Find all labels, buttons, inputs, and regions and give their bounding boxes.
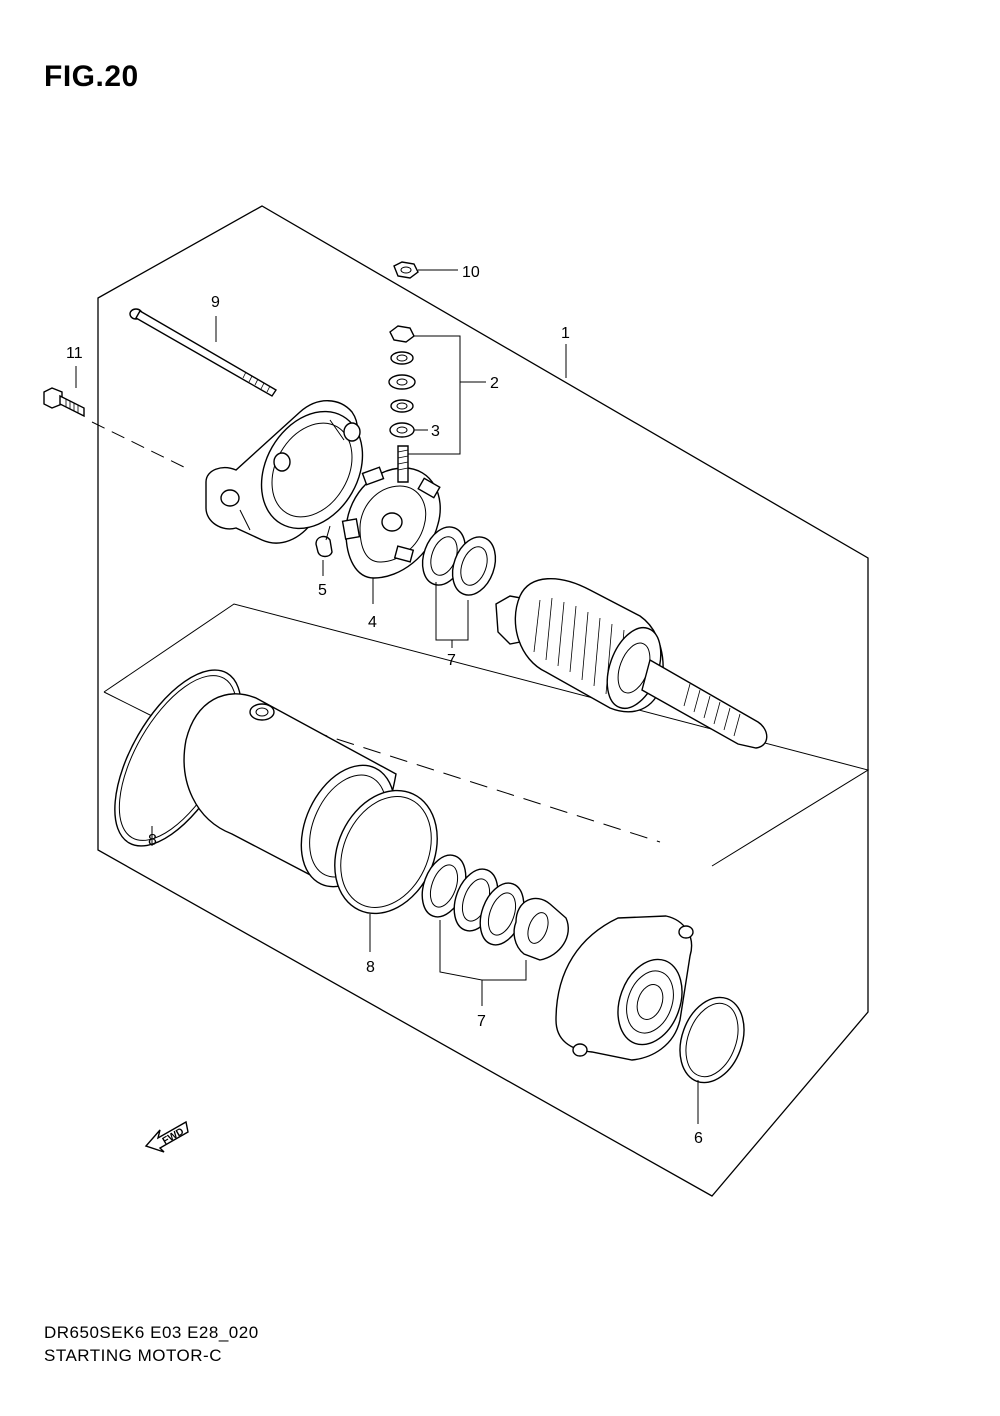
through-bolt-part-9	[129, 308, 277, 397]
o-ring-right-part-8	[334, 789, 438, 952]
fwd-arrow-icon: FWD	[144, 1120, 189, 1153]
brush-holder-part-4	[341, 466, 441, 604]
bolt-part-11	[43, 387, 191, 471]
front-housing	[555, 915, 694, 1061]
callout-7-upper: 7	[447, 652, 456, 669]
rear-housing	[205, 400, 364, 544]
washers-upper-part-7	[421, 526, 497, 648]
callout-7-lower: 7	[477, 1013, 486, 1030]
callout-9: 9	[211, 294, 220, 311]
callout-10: 10	[462, 264, 480, 281]
washers-lower-part-7	[421, 854, 569, 1006]
nut-part-10	[393, 261, 458, 279]
callout-3: 3	[431, 423, 440, 440]
callout-8-right: 8	[366, 959, 375, 976]
terminal-stud	[397, 445, 409, 483]
bracket-part-2	[408, 335, 486, 455]
washer-stack-part-2	[388, 325, 416, 413]
armature	[495, 578, 768, 749]
callout-8-left: 8	[148, 832, 157, 849]
callout-4: 4	[368, 614, 377, 631]
callout-11: 11	[66, 345, 83, 362]
figure-code: DR650SEK6 E03 E28_020	[44, 1323, 259, 1342]
figure-title: FIG.20	[44, 60, 139, 93]
callout-5: 5	[318, 582, 327, 599]
figure-name: STARTING MOTOR-C	[44, 1346, 222, 1365]
callout-2: 2	[490, 375, 499, 392]
washer-part-3	[389, 422, 428, 438]
brush-clip-part-5	[315, 525, 333, 576]
assembly-frame	[97, 205, 869, 1197]
callout-6: 6	[694, 1130, 703, 1147]
o-ring-part-6	[679, 996, 745, 1124]
fwd-label: FWD	[161, 1126, 186, 1147]
callout-1: 1	[561, 325, 570, 342]
